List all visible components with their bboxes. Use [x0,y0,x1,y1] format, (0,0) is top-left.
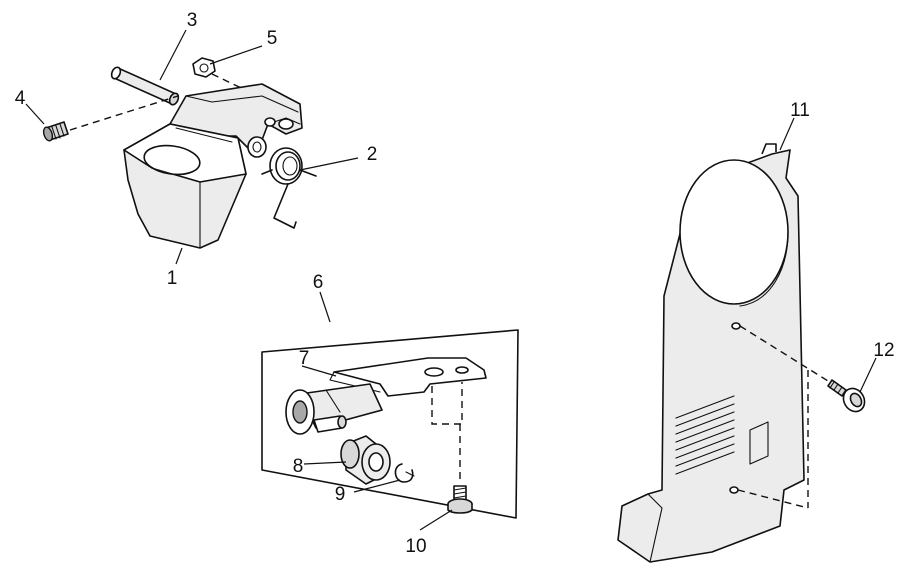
part-9-e-ring [394,463,415,483]
part-6-assembly-outline [261,329,519,519]
part-7-bracket [285,357,487,435]
label-9: 9 [335,484,346,505]
part-labels: 3 5 4 2 1 6 7 8 9 10 11 12 [15,10,895,557]
label-4: 4 [15,88,26,109]
part-10-screw [447,424,473,514]
label-12: 12 [873,340,894,361]
part-1-foot-body [123,83,303,249]
label-1: 1 [167,268,178,289]
part-3-pin [110,66,180,106]
part-4-set-screw [42,95,179,142]
leader-lines [25,29,877,531]
label-6: 6 [313,272,324,293]
part-12-screw [827,379,866,413]
label-10: 10 [405,536,426,557]
label-3: 3 [187,10,198,31]
label-5: 5 [267,28,278,49]
part-8-collar [340,435,391,485]
label-11: 11 [790,100,810,121]
label-7: 7 [299,348,310,369]
part-2-spring [261,147,317,229]
part-11-cover-plate [617,143,837,563]
cover-vents [675,395,735,475]
label-2: 2 [367,144,378,165]
label-8: 8 [293,456,304,477]
